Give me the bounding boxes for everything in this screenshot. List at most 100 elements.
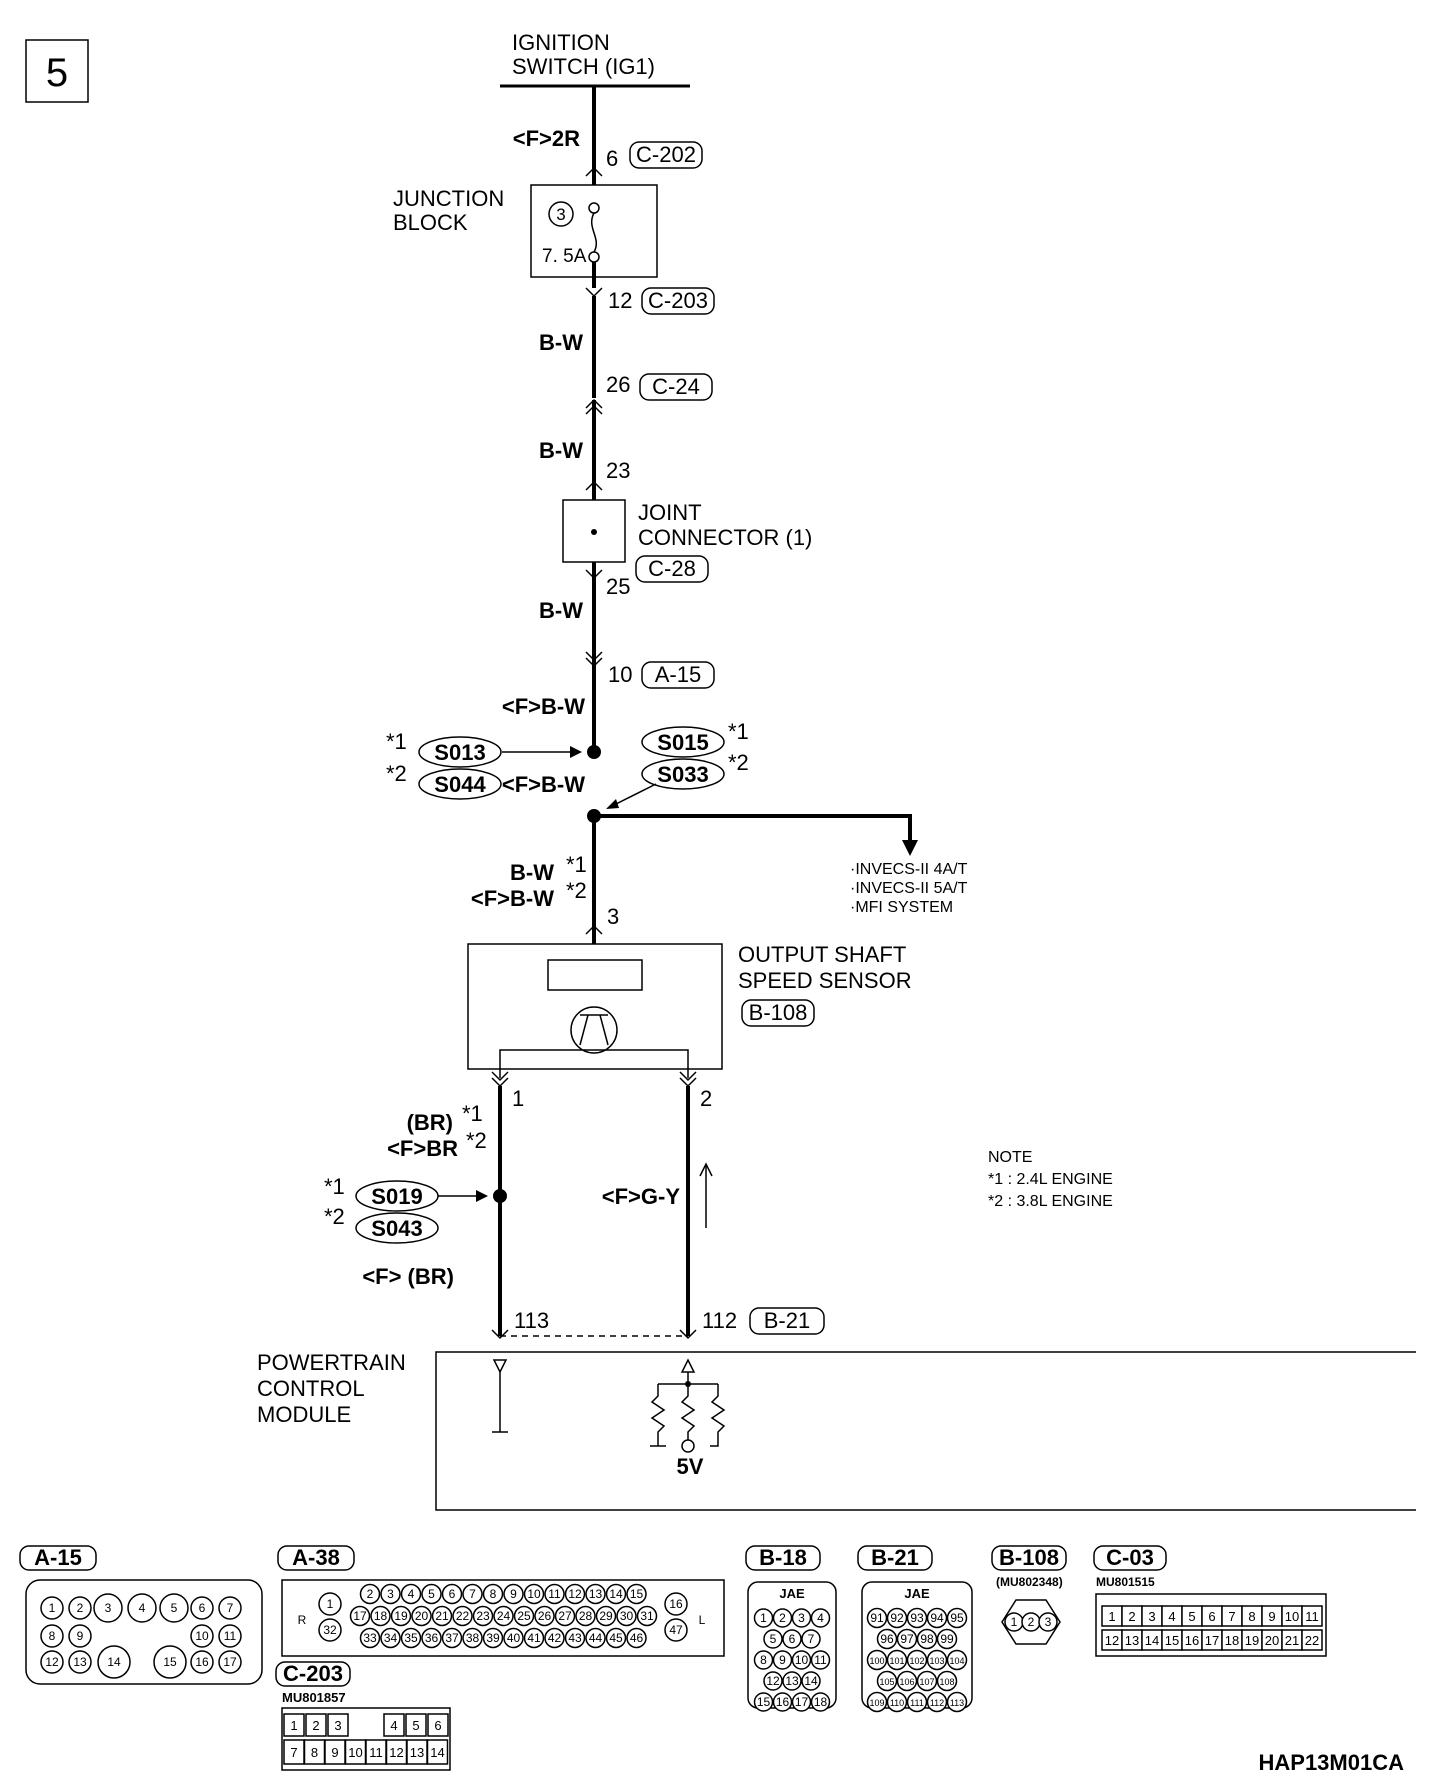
- connector-mark-112: [679, 1329, 697, 1340]
- a38-pin-circle: [616, 1605, 637, 1627]
- wire-br-line3: <F> (BR): [362, 1264, 454, 1289]
- b21-pin-circle: [946, 1649, 968, 1671]
- a38-pin-circle: [380, 1627, 401, 1649]
- a38-pin-label: 46: [630, 1631, 644, 1645]
- note-line1: *1 : 2.4L ENGINE: [988, 1171, 1113, 1188]
- pcm-box: [435, 1351, 1416, 1511]
- a38-pin-circle: [359, 1627, 381, 1649]
- c03-pin-label: 22: [1305, 1633, 1319, 1648]
- c203-pin-cell: [383, 1713, 405, 1737]
- a15-pin-label: 17: [223, 1655, 237, 1669]
- connector-mark-113: [491, 1329, 509, 1340]
- b21-pin-label: 107: [919, 1677, 934, 1687]
- c203-name: C-203: [648, 288, 708, 313]
- connector-mark-c203: [585, 287, 603, 298]
- ignition-label-line2: SWITCH (IG1): [512, 54, 655, 79]
- b21-pin-label: 98: [920, 1632, 934, 1646]
- c03-pin-label: 15: [1165, 1633, 1179, 1648]
- a38-pin-circle: [400, 1583, 422, 1605]
- a15-pin-circle: [218, 1650, 242, 1674]
- branch-arrow-head: [902, 840, 918, 856]
- star2-s043: *2: [324, 1204, 345, 1229]
- arrow-s033-head: [606, 799, 619, 809]
- splice-dot-3: [493, 1189, 507, 1203]
- a38-pin-circle: [421, 1583, 442, 1605]
- b21-pin-circle: [916, 1628, 938, 1650]
- a15-pin-circle: [190, 1624, 214, 1648]
- a38-pin-label: 47: [669, 1623, 683, 1637]
- c03-pin-label: 8: [1248, 1609, 1255, 1624]
- b21-pin-circle: [936, 1670, 958, 1692]
- b18-pin-circle: [801, 1629, 821, 1649]
- a38-pin-circle: [534, 1605, 555, 1627]
- c03-pin-label: 1: [1108, 1609, 1115, 1624]
- b18-pin-label: 9: [779, 1653, 786, 1667]
- c203-pin-label: 2: [312, 1718, 319, 1733]
- connector-mark-pin2-a: [679, 1071, 697, 1082]
- b21-pin-circle: [906, 1649, 928, 1671]
- a38-pin-circle: [503, 1627, 524, 1649]
- star1-sensor: *1: [566, 852, 587, 877]
- b108-name: B-108: [749, 1000, 808, 1025]
- b21-pin-label: 99: [940, 1632, 954, 1646]
- a38-pin-circle: [411, 1605, 432, 1627]
- sensor-pin-2: 2: [700, 1086, 712, 1111]
- c03-pin-cell: [1301, 1629, 1323, 1651]
- a15-pin-circle: [159, 1593, 189, 1623]
- a15-name: A-15: [655, 662, 701, 687]
- b18-pin-label: 13: [785, 1674, 799, 1688]
- splice-s044-ellipse: [418, 768, 502, 800]
- arrow-s013-head: [570, 746, 582, 758]
- a38-pin-label: 22: [456, 1609, 470, 1623]
- b18-pin-circle: [801, 1671, 821, 1691]
- a15-pin-label: 2: [77, 1601, 84, 1615]
- wire-bw-label-3: B-W: [539, 598, 583, 623]
- fuse-terminal-bottom: [588, 251, 600, 263]
- a38-pin-label: 40: [507, 1631, 521, 1645]
- c03-pin-label: 18: [1225, 1633, 1239, 1648]
- c03-pin-label: 7: [1228, 1609, 1235, 1624]
- figure-code: HAP13M01CA: [1259, 1750, 1405, 1775]
- a15-pin-circle: [190, 1596, 214, 1620]
- a38-pin-label: 24: [497, 1609, 511, 1623]
- a15-pin-circle: [190, 1650, 214, 1674]
- fuse-number-circle: [548, 201, 574, 227]
- b18-pin-label: 15: [757, 1695, 771, 1709]
- a15-box: [641, 661, 715, 689]
- pcm-terminal-113: [492, 1359, 508, 1374]
- c03-pin-label: 4: [1168, 1609, 1175, 1624]
- fuse-rating: 7. 5A: [542, 246, 587, 267]
- b21-pin-circle: [876, 1670, 898, 1692]
- sensor-wire-line1: B-W: [510, 860, 554, 885]
- a38-pin-label: 42: [548, 1631, 562, 1645]
- a15-pin-circle: [93, 1593, 123, 1623]
- a38-pin-label: 29: [599, 1609, 613, 1623]
- b18-pin-circle: [753, 1692, 774, 1712]
- c03-pin-label: 16: [1185, 1633, 1199, 1648]
- c203-pin-label: 9: [331, 1745, 338, 1760]
- a38-pin-circle: [664, 1592, 688, 1616]
- a38-pin-circle: [482, 1583, 504, 1605]
- wire-bw-label-2: B-W: [539, 438, 583, 463]
- wire-fgy-label: <F>G-Y: [602, 1184, 681, 1209]
- a38-pin-label: 39: [486, 1631, 500, 1645]
- c203-pin-label: 3: [334, 1718, 341, 1733]
- a38-label: A-38: [292, 1545, 340, 1570]
- splice-s043-ellipse: [355, 1212, 439, 1244]
- c03-pin-label: 9: [1268, 1609, 1275, 1624]
- a38-pin-label: 30: [620, 1609, 634, 1623]
- a38-pin-circle: [482, 1627, 504, 1649]
- voltage-source-icon: [681, 1439, 695, 1453]
- b21-label: B-21: [871, 1545, 919, 1570]
- wire-f2r-label: <F>2R: [513, 126, 580, 151]
- c03-label-box: [1093, 1545, 1167, 1571]
- b21-pin-circle: [946, 1607, 968, 1629]
- c03-pin-label: 10: [1285, 1609, 1299, 1624]
- a38-pin-label: 21: [435, 1609, 449, 1623]
- a15-pin-label: 15: [163, 1655, 177, 1669]
- a38-label-box: [277, 1545, 355, 1571]
- a15-pin-circle: [218, 1624, 242, 1648]
